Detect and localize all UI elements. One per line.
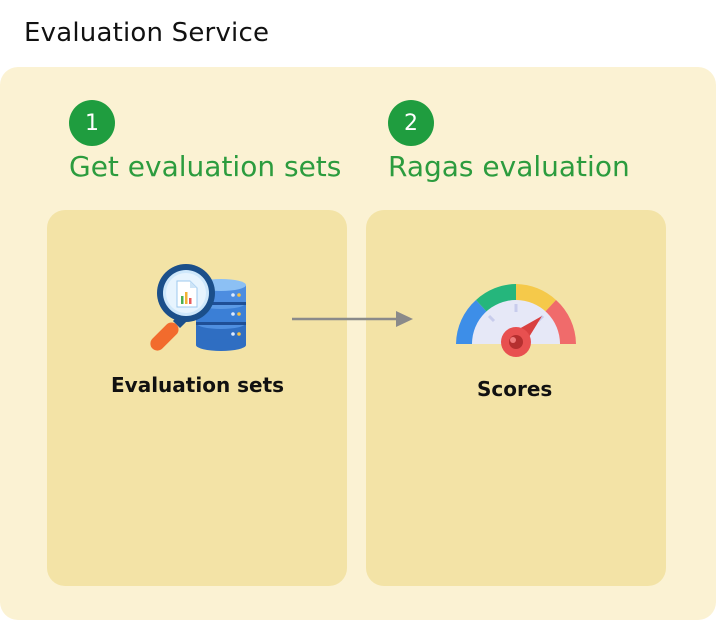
step-1-title: Get evaluation sets	[69, 150, 342, 183]
step-2-panel	[366, 210, 666, 586]
step-1-number: 1	[85, 110, 99, 136]
gauge-meter-icon	[454, 282, 578, 360]
step-2-number: 2	[404, 110, 418, 136]
magnifier-database-icon	[146, 259, 250, 361]
step-2-badge: 2	[388, 100, 434, 146]
node-label-evaluation-sets: Evaluation sets	[111, 373, 285, 397]
step-2-title: Ragas evaluation	[388, 150, 630, 183]
flow-arrow	[292, 309, 414, 329]
diagram-title: Evaluation Service	[24, 18, 270, 48]
step-1-badge: 1	[69, 100, 115, 146]
node-label-scores: Scores	[477, 377, 553, 401]
